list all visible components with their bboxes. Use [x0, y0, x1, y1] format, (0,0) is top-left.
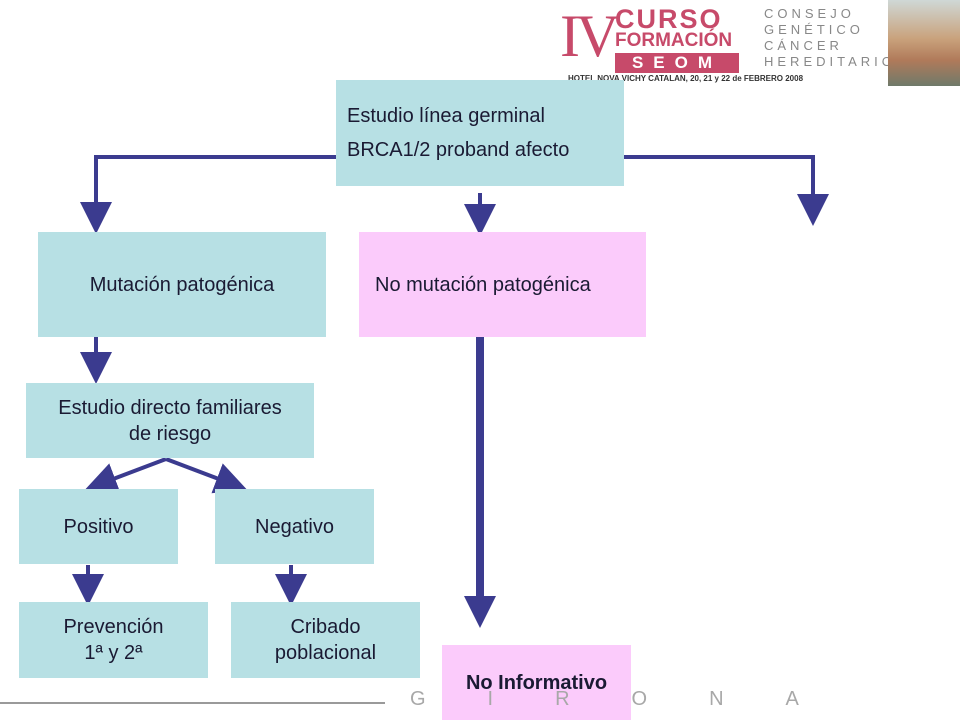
arrow-to-negative [165, 457, 247, 494]
city-photo [888, 0, 960, 86]
logo-roman-numeral: IV [560, 3, 619, 69]
positive-result-label: Positivo [63, 515, 134, 538]
negative-result-box: Negativo [215, 489, 374, 564]
population-screening-box: Cribado poblacional [231, 602, 420, 678]
logo-seom: SEOM [615, 53, 739, 73]
footer-divider [0, 702, 385, 704]
pathogenic-mutation-box: Mutación patogénica [38, 232, 326, 337]
negative-result-label: Negativo [255, 515, 334, 538]
logo-curso: CURSO [615, 4, 723, 34]
pathogenic-mutation-label: Mutación patogénica [89, 273, 275, 296]
germline-study-line-2: BRCA1/2 proband afecto [347, 139, 570, 161]
population-screening-line-1: Cribado [290, 616, 361, 638]
logo-council-text: CONSEJO GENÉTICO CÁNCER HEREDITARIO [764, 6, 896, 70]
positive-result-box: Positivo [19, 489, 178, 564]
family-study-line-1: Estudio directo familiares [58, 396, 282, 419]
logo-formacion: FORMACIÓN [615, 30, 733, 51]
germline-study-box: Estudio línea germinal BRCA1/2 proband a… [336, 80, 624, 186]
germline-study-line-1: Estudio línea germinal [347, 105, 545, 127]
no-pathogenic-mutation-box: No mutación patogénica [359, 232, 646, 337]
prevention-line-2: 1ª y 2ª [84, 642, 143, 664]
arrow-to-positive [85, 457, 167, 494]
population-screening-line-2: poblacional [274, 642, 377, 664]
family-study-line-2: de riesgo [128, 422, 212, 445]
logo-venue: HOTEL NOVA VICHY CATALAN, 20, 21 y 22 de… [568, 74, 804, 83]
prevention-box: Prevención 1ª y 2ª [19, 602, 208, 678]
no-pathogenic-mutation-label: No mutación patogénica [375, 273, 591, 296]
uninformative-box: No Informativo [442, 645, 631, 720]
uninformative-label: No Informativo [465, 671, 608, 694]
family-study-box: Estudio directo familiares de riesgo [26, 383, 314, 458]
city-watermark: GIRONA [410, 688, 861, 710]
council-line-4: HEREDITARIO [764, 54, 896, 69]
council-line-2: GENÉTICO [764, 22, 864, 37]
prevention-line-1: Prevención [63, 616, 164, 638]
council-line-3: CÁNCER [764, 38, 843, 53]
council-line-1: CONSEJO [764, 6, 855, 21]
